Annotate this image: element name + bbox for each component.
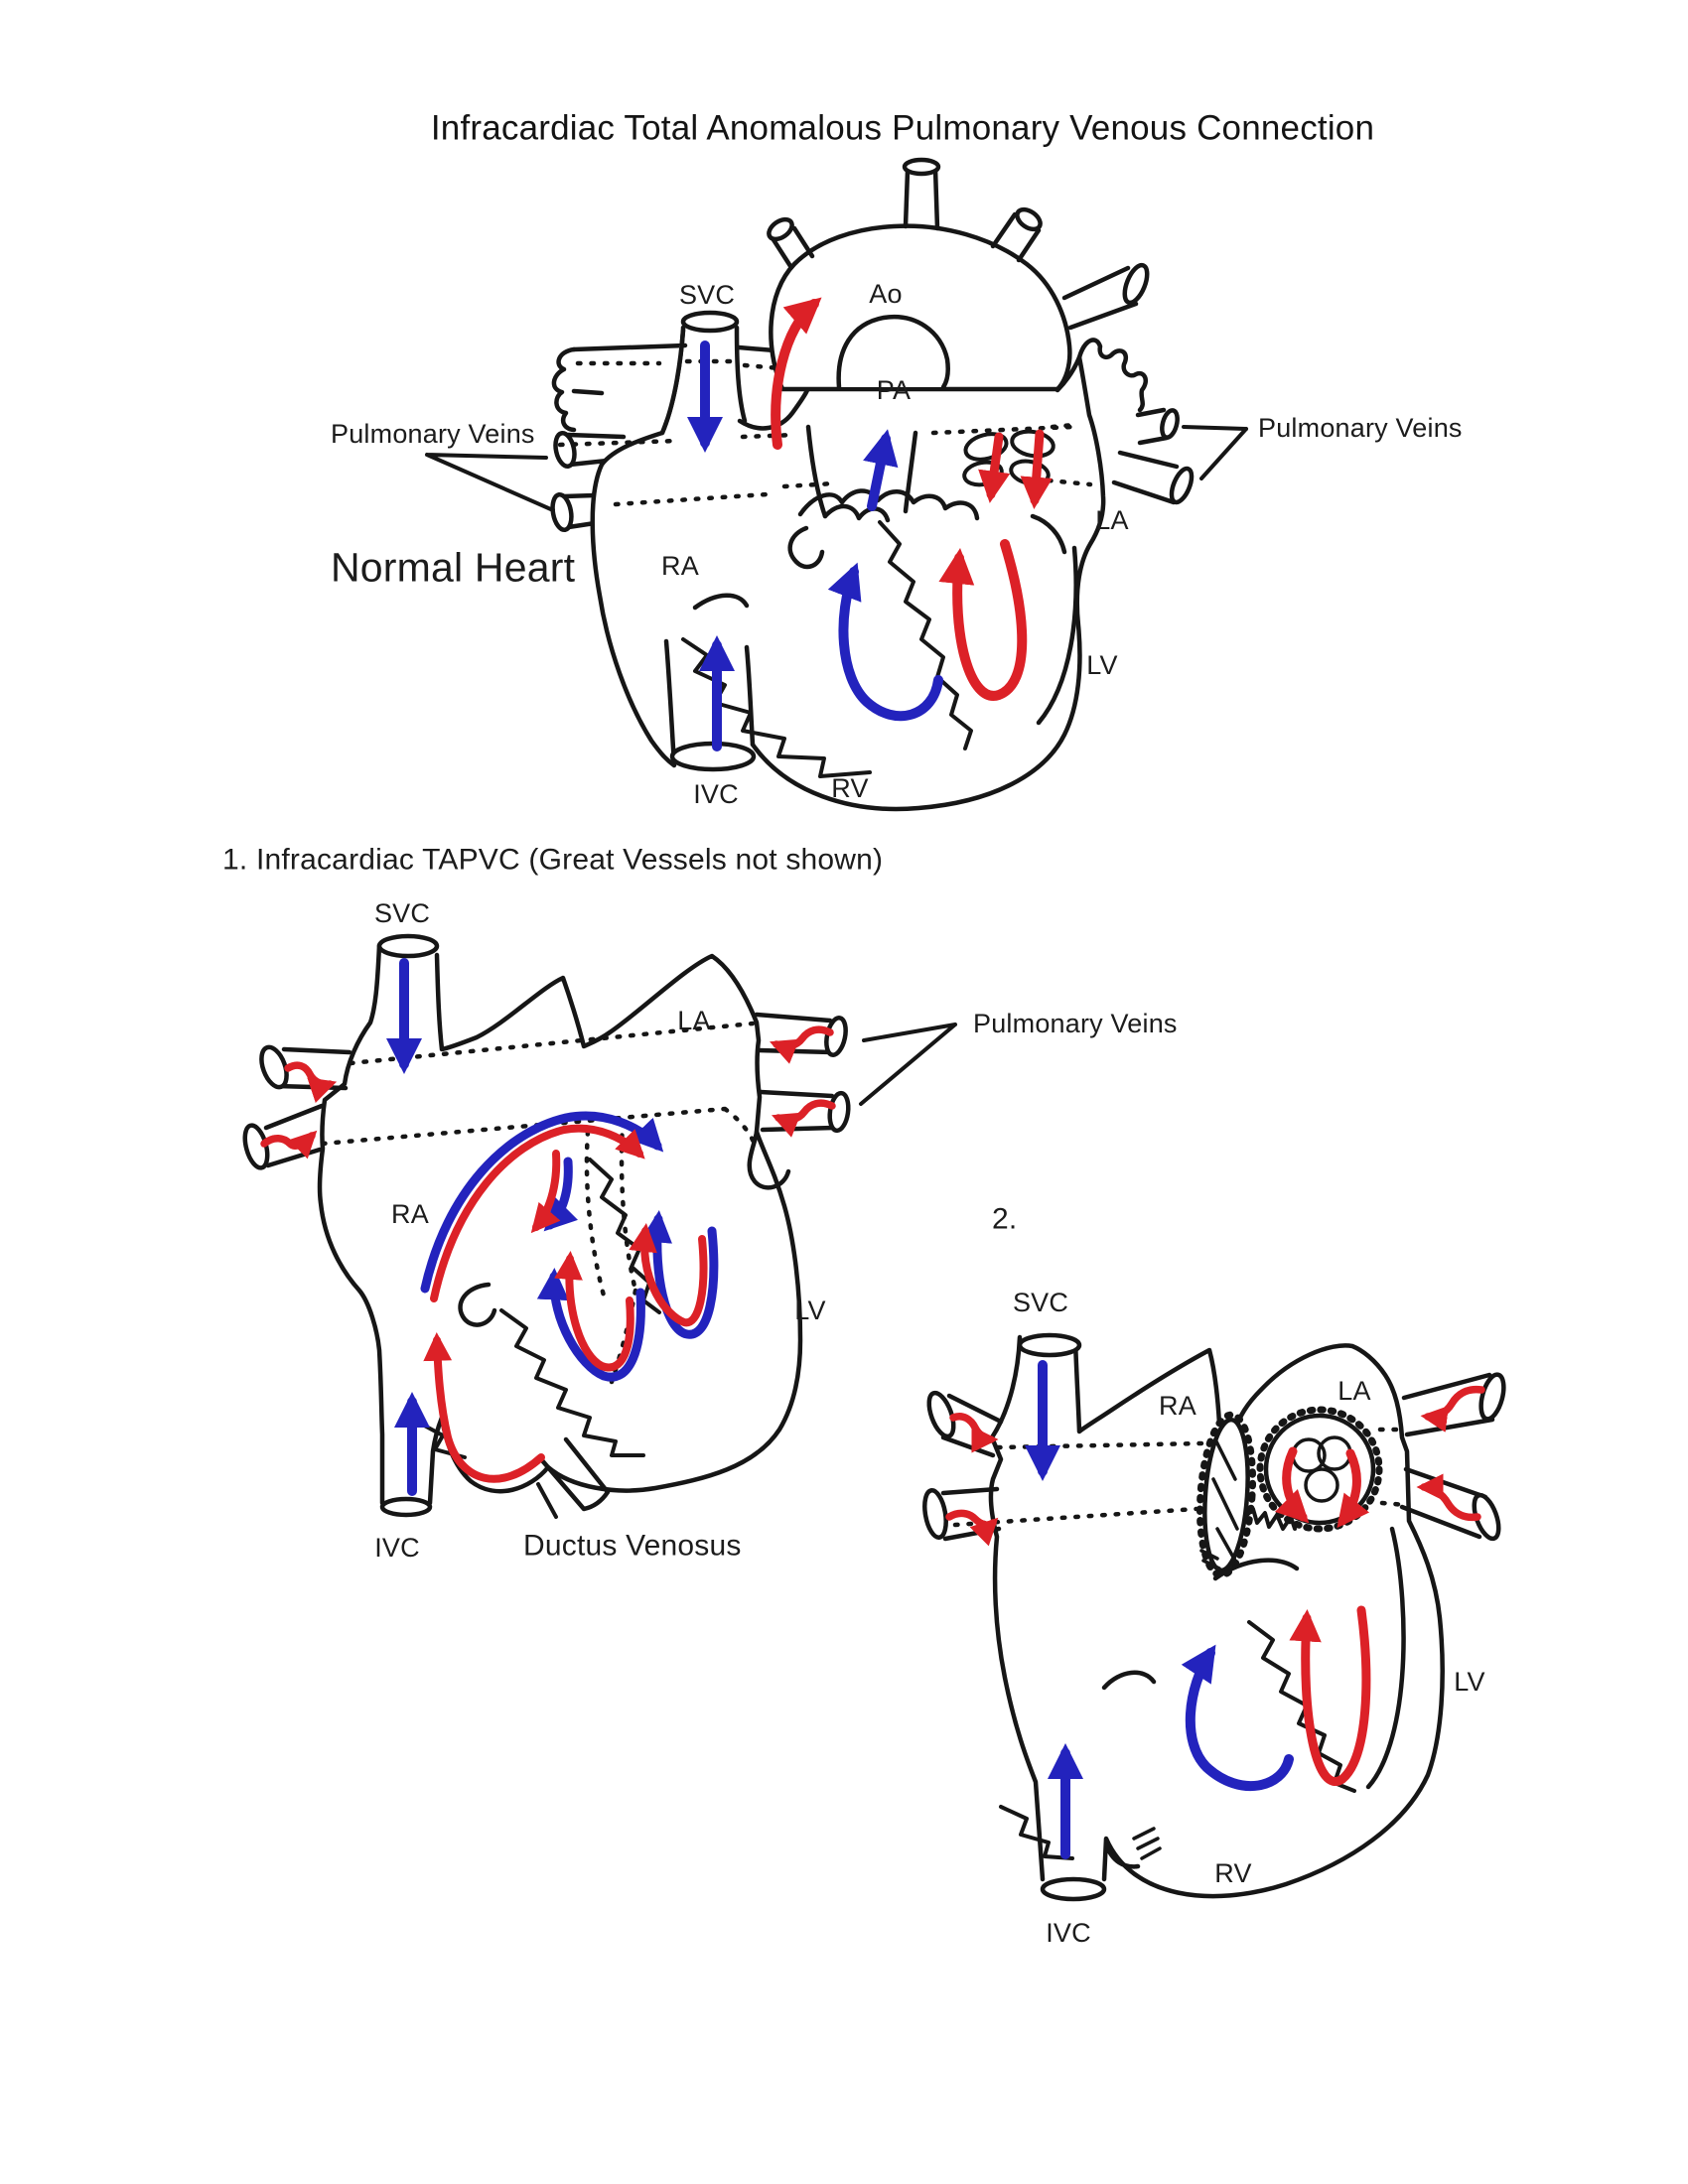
label-ivc-fig1: IVC	[374, 1532, 420, 1563]
label-rv-normal: RV	[831, 772, 869, 803]
label-ivc-fig2: IVC	[1046, 1917, 1091, 1948]
deoxygenated-flow-arrows	[385, 958, 719, 1496]
label-pulmonary-veins-fig1: Pulmonary Veins	[973, 1008, 1178, 1038]
hidden-border-dotted-lines	[557, 358, 1093, 507]
label-pa-normal: PA	[876, 374, 912, 405]
label-ra-normal: RA	[661, 550, 699, 581]
figure1-tapvc-drawing	[242, 933, 957, 1519]
deoxygenated-flow-arrows	[686, 341, 943, 751]
oxygenated-flow-arrows	[945, 1385, 1485, 1786]
label-ivc-normal: IVC	[693, 778, 739, 809]
label-la-normal: LA	[1095, 504, 1129, 535]
label-ra-fig1: RA	[391, 1198, 429, 1229]
oxygenated-flow-arrows	[771, 297, 1053, 701]
label-la-fig1: LA	[677, 1005, 711, 1035]
normal-heart-drawing	[425, 157, 1248, 812]
label-svc-fig2: SVC	[1012, 1287, 1069, 1317]
label-pulmonary-veins-right-normal: Pulmonary Veins	[1258, 412, 1463, 443]
label-lv-fig2: LV	[1454, 1666, 1485, 1697]
label-svc-fig1: SVC	[373, 897, 431, 928]
caption-figure2: 2.	[992, 1202, 1018, 1236]
figure2-repair-drawing	[922, 1332, 1506, 1902]
oxygenated-flow-arrows	[260, 1025, 836, 1483]
label-rv-fig2: RV	[1214, 1857, 1252, 1888]
label-ra-fig2: RA	[1159, 1390, 1196, 1421]
label-lv-normal: LV	[1086, 649, 1118, 680]
label-pulmonary-veins-left-normal: Pulmonary Veins	[331, 418, 535, 449]
caption-normal-heart: Normal Heart	[331, 544, 576, 591]
label-ductus-venosus-fig1: Ductus Venosus	[523, 1529, 742, 1563]
label-la-fig2: LA	[1337, 1375, 1371, 1406]
label-svc-normal: SVC	[678, 279, 736, 310]
caption-figure1: 1. Infracardiac TAPVC (Great Vessels not…	[222, 843, 884, 877]
label-ao-normal: Ao	[869, 278, 903, 309]
label-lv-fig1: LV	[794, 1295, 826, 1325]
deoxygenated-flow-arrows	[1024, 1360, 1294, 1859]
page-title: Infracardiac Total Anomalous Pulmonary V…	[430, 108, 1375, 148]
